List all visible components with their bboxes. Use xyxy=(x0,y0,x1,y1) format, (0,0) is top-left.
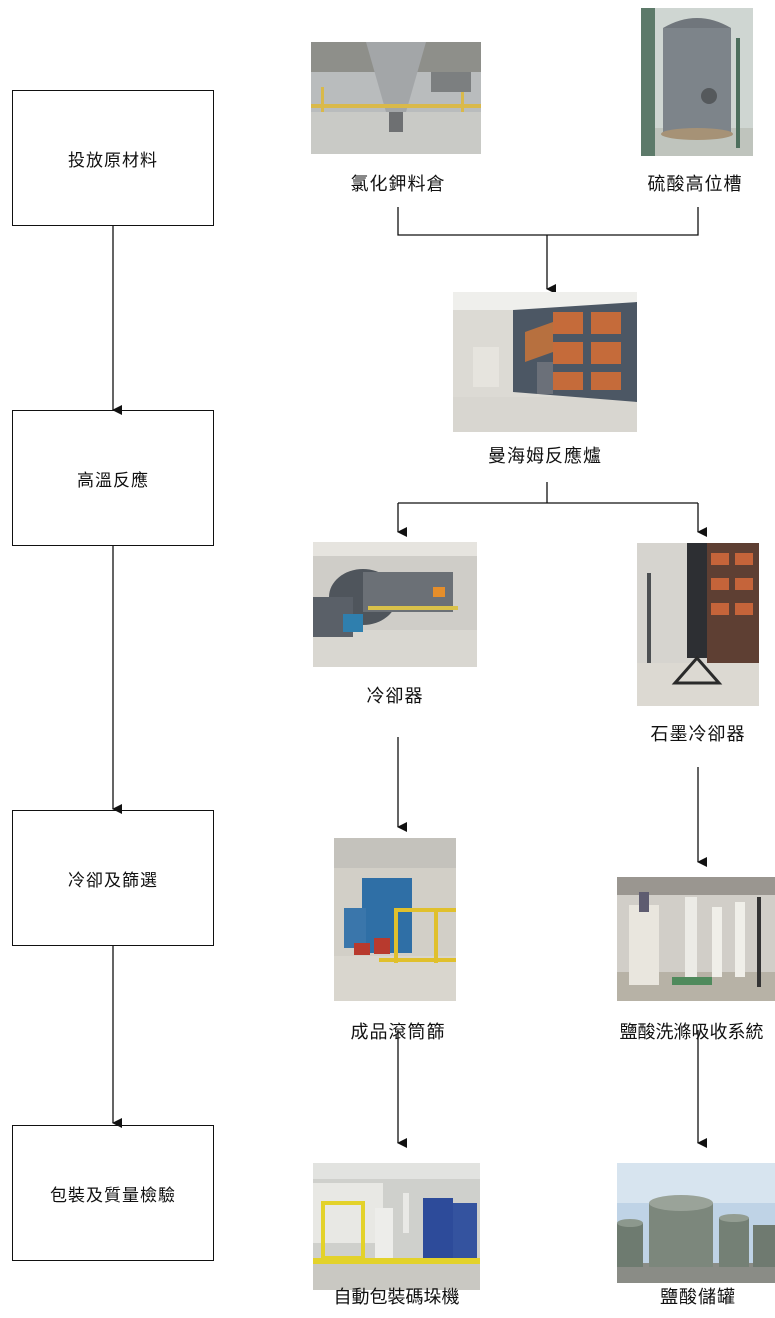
graphite-cooler-caption: 石墨冷卻器 xyxy=(650,724,746,745)
drum-screen-photo xyxy=(334,838,456,1001)
stage-label: 包裝及質量檢驗 xyxy=(50,1185,176,1206)
hcl-storage-photo xyxy=(617,1163,775,1283)
graphite-cooler-photo xyxy=(637,543,759,706)
stage-box-high-temp-reaction: 高溫反應 xyxy=(12,410,214,546)
sulfuric-tank-photo xyxy=(641,8,753,156)
stage-label: 冷卻及篩選 xyxy=(68,870,158,891)
stage-box-raw-material: 投放原材料 xyxy=(12,90,214,226)
cooler-photo xyxy=(313,542,477,667)
mannheim-furnace-photo xyxy=(453,292,637,432)
palletizer-caption: 自動包裝碼垛機 xyxy=(333,1287,460,1308)
hcl-scrubber-caption: 鹽酸洗滌吸收系統 xyxy=(619,1022,764,1043)
palletizer-photo xyxy=(313,1163,480,1290)
kcl-bin-caption: 氯化鉀料倉 xyxy=(350,174,446,195)
mannheim-furnace-caption: 曼海姆反應爐 xyxy=(488,446,602,467)
hcl-scrubber-photo xyxy=(617,877,775,1001)
merge-line xyxy=(397,207,699,236)
kcl-bin-photo xyxy=(311,42,481,154)
stage-box-packaging-qc: 包裝及質量檢驗 xyxy=(12,1125,214,1261)
hcl-storage-caption: 鹽酸儲罐 xyxy=(660,1287,736,1308)
sulfuric-tank-caption: 硫酸高位槽 xyxy=(647,174,743,195)
drum-screen-caption: 成品滾筒篩 xyxy=(350,1022,446,1043)
cooler-caption: 冷卻器 xyxy=(366,686,424,707)
stage-label: 高溫反應 xyxy=(77,470,149,491)
stage-box-cooling-screening: 冷卻及篩選 xyxy=(12,810,214,946)
stage-label: 投放原材料 xyxy=(68,150,158,171)
